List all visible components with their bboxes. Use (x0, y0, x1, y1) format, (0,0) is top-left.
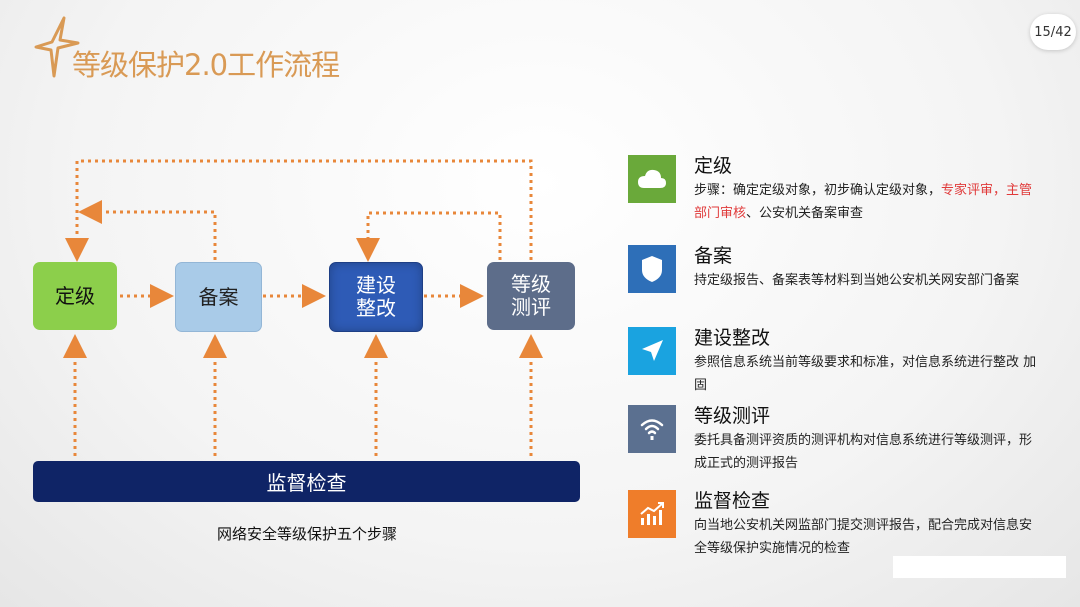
page-title: 等级保护2.0工作流程 (72, 48, 340, 82)
loop-arrow-outer (65, 159, 533, 262)
detail-title: 建设整改 (694, 327, 771, 349)
detail-title: 等级测评 (694, 405, 771, 427)
step-box-dingji[interactable]: 定级 (33, 262, 117, 330)
loop-arrow-inner (356, 211, 502, 262)
chart-up-icon (628, 490, 676, 538)
white-patch (893, 556, 1066, 578)
desc-text: 、公安机关备案审查 (746, 206, 864, 221)
desc-text: 步骤：确定定级对象，初步确认定级对象， (694, 183, 942, 198)
detail-desc: 参照信息系统当前等级要求和标准，对信息系统进行整改 加固 (694, 355, 1037, 393)
flow-arrows (63, 159, 543, 456)
send-arrow-icon (628, 327, 676, 375)
step-label: 备案 (198, 284, 239, 309)
step-label: 等级 测评 (511, 272, 551, 319)
star-logo-icon (34, 16, 80, 78)
supervision-bar[interactable]: 监督检查 (33, 461, 580, 502)
page-indicator[interactable]: 15/42 (1030, 14, 1076, 50)
step-box-ceping[interactable]: 等级 测评 (487, 262, 575, 330)
step-label: 建设 整改 (356, 273, 396, 320)
wifi-icon (628, 405, 676, 453)
diagram-caption: 网络安全等级保护五个步骤 (216, 525, 397, 543)
step-label: 定级 (55, 283, 95, 308)
desc-highlight: 专家评审，主管部门审核 (694, 183, 1033, 221)
detail-title: 定级 (694, 155, 733, 177)
detail-title: 监督检查 (694, 490, 771, 512)
cloud-icon (628, 155, 676, 203)
shield-icon (628, 245, 676, 293)
loop-arrow-beian (78, 200, 217, 260)
detail-desc: 持定级报告、备案表等材料到当她公安机关网安部门备案 (694, 273, 1020, 288)
detail-desc: 向当地公安机关网监部门提交测评报告，配合完成对信息安全等级保护实施情况的检查 (694, 518, 1033, 556)
detail-desc: 委托具备测评资质的测评机构对信息系统进行等级测评，形成正式的测评报告 (694, 433, 1033, 471)
detail-title: 备案 (694, 245, 733, 267)
step-box-jianshe[interactable]: 建设 整改 (329, 262, 423, 332)
step-box-beian[interactable]: 备案 (175, 262, 262, 332)
detail-desc: 步骤：确定定级对象，初步确认定级对象，专家评审，主管部门审核、公安机关备案审查 (694, 179, 1039, 225)
